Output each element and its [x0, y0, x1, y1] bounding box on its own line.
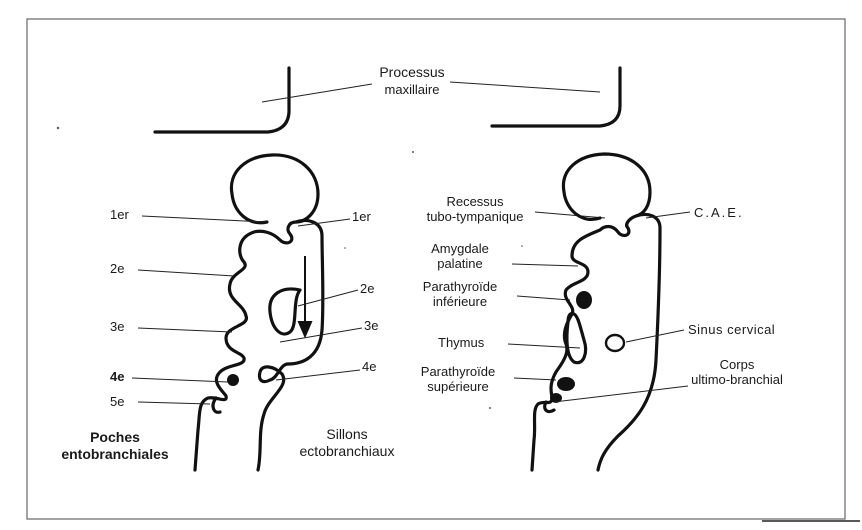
amygdale-label: Amygdale palatine	[410, 241, 510, 271]
poches-label: Poches entobranchiales	[60, 429, 170, 463]
corps-line1: Corps	[672, 357, 802, 372]
right-parathyroid-sup-mass	[557, 377, 575, 391]
amygdale-line2: palatine	[410, 256, 510, 271]
parathyroide-sup-line1: Parathyroïde	[402, 364, 514, 379]
recessus-line1: Recessus	[410, 194, 540, 209]
left-maxillary-process	[155, 68, 289, 132]
right-sinus-cervical	[606, 335, 624, 351]
sinus-text: Sinus cervical	[688, 322, 775, 337]
groove-2-text: 2e	[360, 281, 374, 296]
groove-4-text: 4e	[362, 359, 376, 374]
parathyroide-inf-line2: inférieure	[404, 294, 516, 309]
right-ectoderm-outline	[598, 215, 660, 471]
sillons-line2: ectobranchiaux	[292, 443, 402, 460]
groove-2-label: 2e	[360, 281, 374, 296]
pouch-2-label: 2e	[110, 261, 124, 276]
right-maxillary-process	[492, 68, 620, 126]
thymus-label: Thymus	[438, 335, 484, 350]
parathyroide-sup-line2: supérieure	[402, 379, 514, 394]
right-leaders	[554, 212, 690, 402]
recessus-label: Recessus tubo-tympanique	[410, 194, 540, 224]
groove-3-label: 3e	[364, 318, 378, 333]
cae-text: C.A.E.	[694, 205, 744, 220]
groove-1-text: 1er	[352, 209, 371, 224]
left-endoderm-outline	[195, 155, 318, 470]
pouch-3-text: 3e	[110, 319, 124, 334]
right-parathyroid-inf-mass	[576, 291, 592, 309]
pouch-5-text: 5e	[110, 394, 124, 409]
sillons-line1: Sillons	[292, 426, 402, 443]
parathyroide-inf-label: Parathyroïde inférieure	[404, 279, 516, 309]
left-groove2-fold	[270, 289, 300, 334]
pouch-4-label: 4e	[110, 369, 124, 384]
amygdale-line1: Amygdale	[410, 241, 510, 256]
right-embryo	[492, 68, 660, 470]
poches-line1: Poches	[60, 429, 170, 446]
sinus-label: Sinus cervical	[688, 322, 775, 337]
processus-label: Processus maxillaire	[362, 64, 462, 98]
corps-line2: ultimo-branchial	[672, 372, 802, 387]
parathyroide-inf-line1: Parathyroïde	[404, 279, 516, 294]
pouch-1-label: 1er	[110, 207, 129, 222]
groove-1-label: 1er	[352, 209, 371, 224]
pouch-2-text: 2e	[110, 261, 124, 276]
processus-line1: Processus	[362, 64, 462, 81]
corps-label: Corps ultimo-branchial	[672, 357, 802, 387]
groove-3-text: 3e	[364, 318, 378, 333]
sillons-label: Sillons ectobranchiaux	[292, 426, 402, 460]
thymus-text: Thymus	[438, 335, 484, 350]
left-arrow	[299, 256, 311, 336]
pouch-4-text: 4e	[110, 369, 124, 384]
left-pouch4-dot	[227, 374, 239, 386]
pouch-1-text: 1er	[110, 207, 129, 222]
pouch-5-label: 5e	[110, 394, 124, 409]
pouch-3-label: 3e	[110, 319, 124, 334]
recessus-line2: tubo-tympanique	[410, 209, 540, 224]
parathyroide-sup-label: Parathyroïde supérieure	[402, 364, 514, 394]
cae-label: C.A.E.	[694, 205, 744, 220]
left-leaders	[132, 216, 362, 404]
poches-line2: entobranchiales	[60, 446, 170, 463]
processus-line2: maxillaire	[362, 81, 462, 98]
groove-4-label: 4e	[362, 359, 376, 374]
left-embryo	[155, 68, 323, 470]
